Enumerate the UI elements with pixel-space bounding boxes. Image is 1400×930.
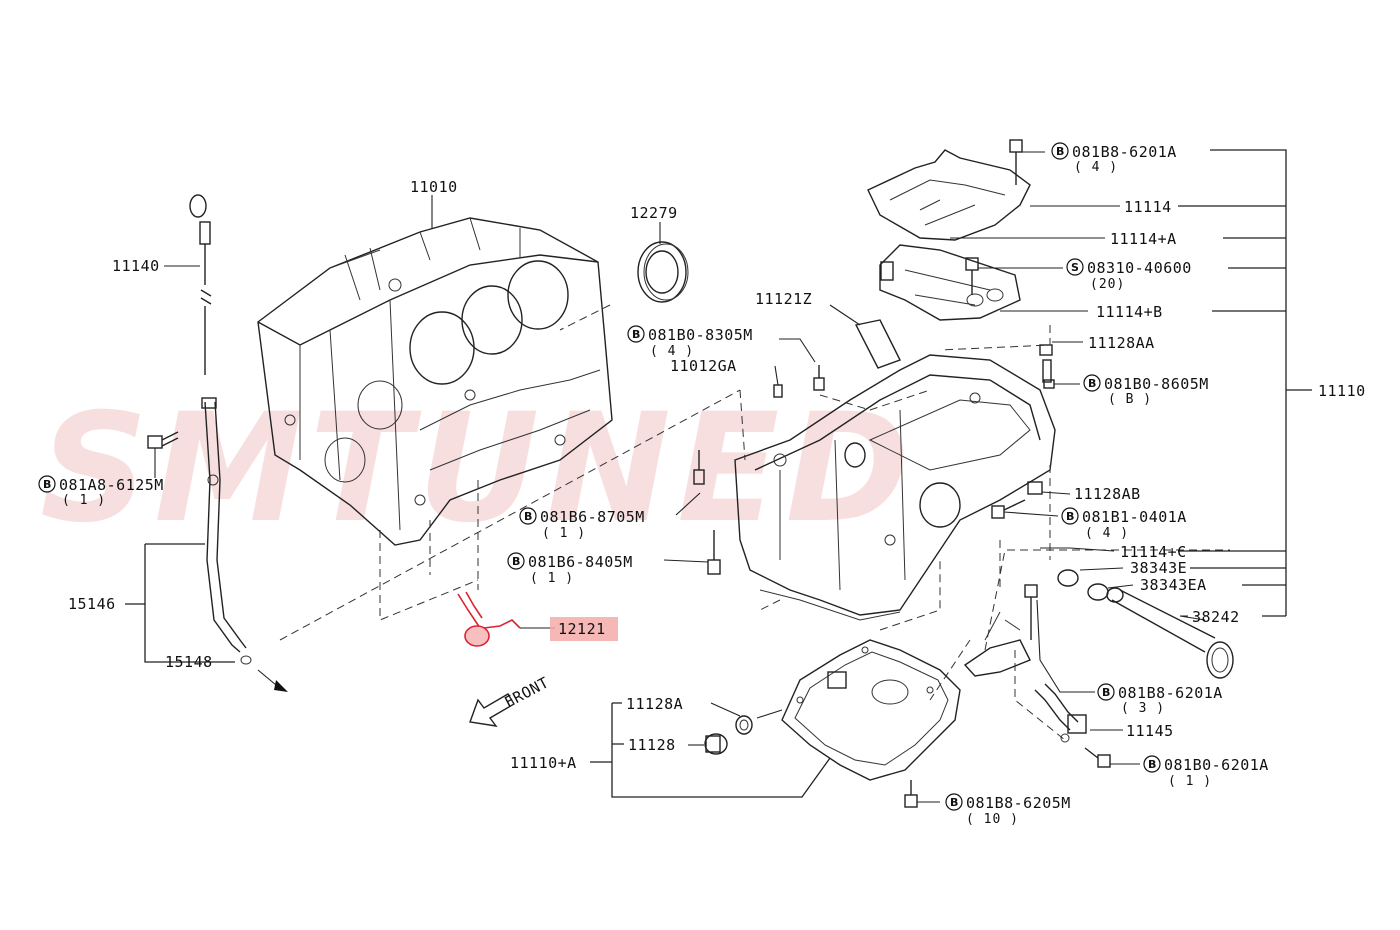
- label-38343E: 38343E: [1130, 559, 1187, 577]
- label-11114A: 11114+A: [1110, 230, 1177, 248]
- qty-081B8-6201A-mid: ( 3 ): [1121, 701, 1165, 716]
- bolt-symbol: B: [1056, 145, 1064, 158]
- bolt-symbol: B: [43, 478, 51, 491]
- label-081B8-6201A-top: 081B8-6201A: [1072, 143, 1177, 161]
- qty-081B8-6201A-top: ( 4 ): [1074, 160, 1118, 175]
- label-08310-40600: 08310-40600: [1087, 259, 1192, 277]
- highlight-12121: [550, 617, 618, 641]
- bracket-11110: [1178, 149, 1312, 617]
- oil-level-gauge: [189, 194, 212, 375]
- upper-oil-pan: [734, 354, 1056, 621]
- label-11145: 11145: [1126, 722, 1174, 740]
- label-11114C: 11114+C: [1120, 543, 1187, 561]
- label-38242: 38242: [1192, 608, 1240, 626]
- bolt-symbol: B: [1066, 510, 1074, 523]
- label-38343EA: 38343EA: [1140, 576, 1207, 594]
- bolt-symbol: B: [950, 796, 958, 809]
- label-081B0-6201A: 081B0-6201A: [1164, 756, 1269, 774]
- watermark-text: SMTUNED: [40, 382, 916, 556]
- qty-081B8-6205M: ( 10 ): [966, 812, 1019, 827]
- screw-symbol: S: [1071, 261, 1079, 274]
- qty-081A8-6125M: ( 1 ): [62, 493, 106, 508]
- oil-strainer-12121: [457, 591, 521, 647]
- bracket-11114C: [963, 611, 1031, 677]
- label-081B6-8405M: 081B6-8405M: [528, 553, 633, 571]
- label-11128: 11128: [628, 736, 676, 754]
- label-11110: 11110: [1318, 382, 1366, 400]
- label-081B1-0401A: 081B1-0401A: [1082, 508, 1187, 526]
- label-081B0-8305M: 081B0-8305M: [648, 326, 753, 344]
- bolt-symbol: B: [1148, 758, 1156, 771]
- bracket-11110A: [590, 702, 831, 798]
- part-11145: [1034, 683, 1087, 743]
- drain-plug: [704, 715, 753, 755]
- label-15146: 15146: [68, 595, 116, 613]
- label-15148: 15148: [165, 653, 213, 671]
- label-11010: 11010: [410, 178, 458, 196]
- qty-081B6-8705M: ( 1 ): [542, 526, 586, 541]
- qty-081B0-6201A: ( 1 ): [1168, 774, 1212, 789]
- baffle-plate: [867, 149, 1031, 321]
- labels: 11010 12279 11140 B 081A8-6125M ( 1 ) 15…: [38, 142, 1366, 827]
- qty-081B0-8605M: ( B ): [1108, 392, 1152, 407]
- label-12279: 12279: [630, 204, 678, 222]
- label-11128AA: 11128AA: [1088, 334, 1155, 352]
- rear-oil-seal: [637, 241, 689, 303]
- oil-gauge-guide: [201, 397, 252, 665]
- label-081B8-6205M: 081B8-6205M: [966, 794, 1071, 812]
- label-12121: 12121: [558, 620, 606, 638]
- label-11110A: 11110+A: [510, 754, 577, 772]
- label-11128A: 11128A: [626, 695, 683, 713]
- pan-bolts: [693, 139, 1111, 808]
- bolt-symbol: B: [512, 555, 520, 568]
- cylinder-block: [257, 217, 613, 546]
- front-arrow: FRONT: [469, 673, 552, 727]
- oil-tube-assembly: [1057, 569, 1234, 679]
- label-081B8-6201A-mid: 081B8-6201A: [1118, 684, 1223, 702]
- label-11128AB: 11128AB: [1074, 485, 1141, 503]
- label-11114: 11114: [1124, 198, 1172, 216]
- bolt-symbol: B: [524, 510, 532, 523]
- lower-oil-pan: [781, 639, 961, 781]
- bolt-symbol: B: [1102, 686, 1110, 699]
- front-label: FRONT: [501, 673, 552, 711]
- qty-081B6-8405M: ( 1 ): [530, 571, 574, 586]
- label-081B6-8705M: 081B6-8705M: [540, 508, 645, 526]
- label-11140: 11140: [112, 257, 160, 275]
- label-11012GA: 11012GA: [670, 357, 737, 375]
- bolt-symbol: B: [632, 328, 640, 341]
- qty-08310-40600: (20): [1090, 277, 1125, 292]
- label-11121Z: 11121Z: [755, 290, 812, 308]
- part-11121Z: [854, 319, 901, 369]
- label-081B0-8605M: 081B0-8605M: [1104, 375, 1209, 393]
- label-11114B: 11114+B: [1096, 303, 1163, 321]
- qty-081B1-0401A: ( 4 ): [1085, 526, 1129, 541]
- bolt-symbol: B: [1088, 377, 1096, 390]
- qty-081B0-8305M: ( 4 ): [650, 344, 694, 359]
- label-081A8-6125M: 081A8-6125M: [59, 476, 164, 494]
- bracket-15146: [125, 543, 235, 663]
